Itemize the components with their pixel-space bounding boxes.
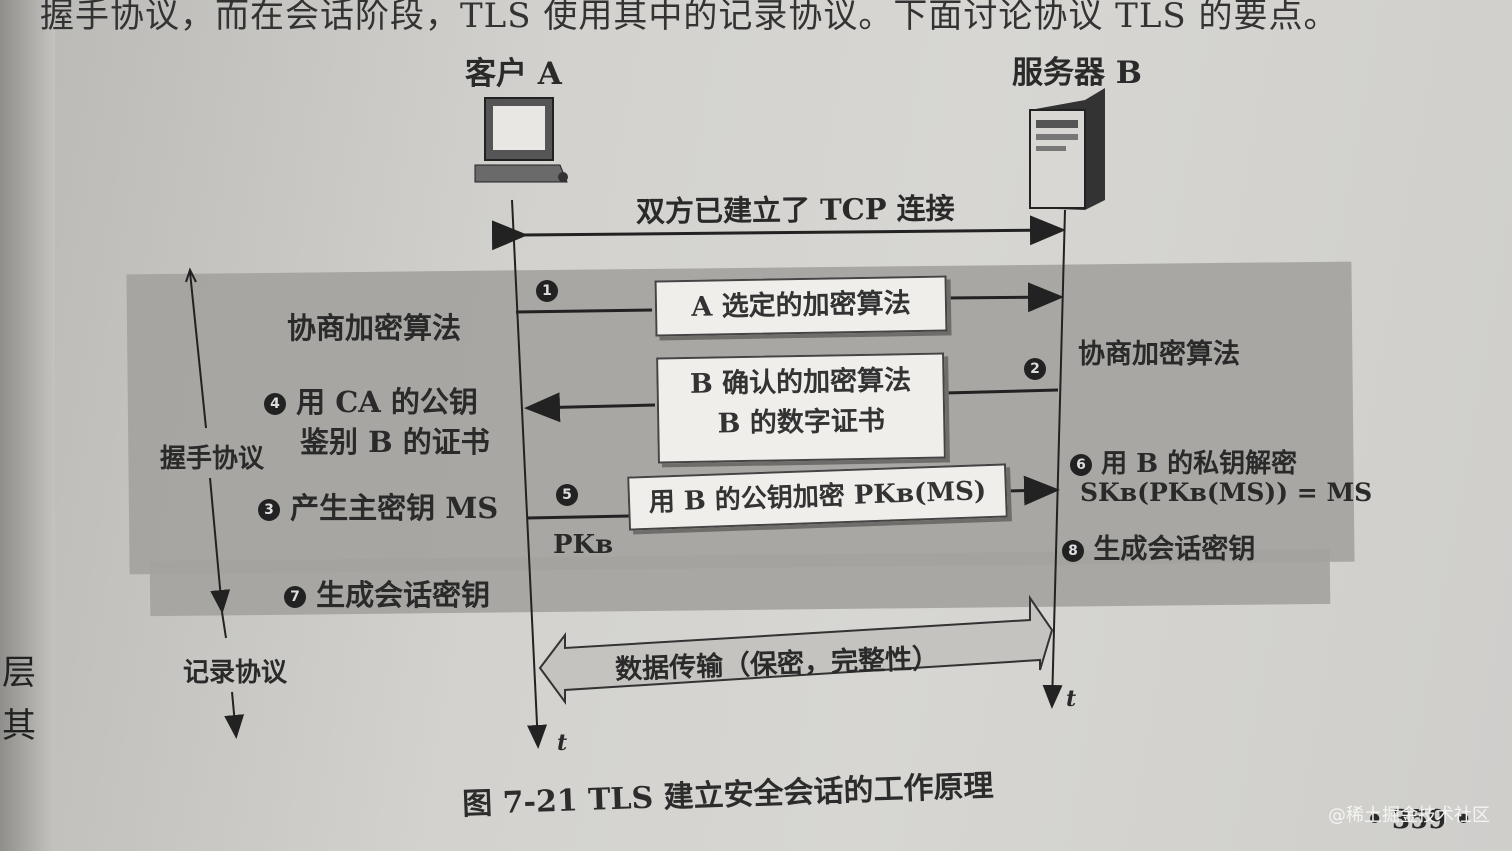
left-gen-session-note: 7 生成会话密钥 xyxy=(284,572,490,614)
step-8-marker: 8 xyxy=(1062,539,1084,562)
message-1-box: A 选定的加密算法 xyxy=(654,275,948,337)
step-3-marker: 3 xyxy=(258,499,280,521)
step-1-marker: 1 xyxy=(536,280,558,302)
left-negotiate-note: 协商加密算法 xyxy=(287,311,462,345)
handshake-protocol-label: 握手协议 xyxy=(160,444,265,474)
left-gen-ms-note: 3 产生主密钥 MS xyxy=(258,485,498,527)
right-negotiate-note: 协商加密算法 xyxy=(1078,339,1240,370)
client-label: 客户 A xyxy=(465,56,562,92)
page-gutter-shadow xyxy=(0,0,55,851)
left-verify-line1: 用 CA 的公钥 xyxy=(296,385,478,419)
left-verify-note: 4 用 CA 的公钥 鉴别 B 的证书 xyxy=(264,382,490,462)
step-6-marker: 6 xyxy=(1070,454,1092,476)
right-formula: SKʙ(PKʙ(MS)) = MS xyxy=(1080,478,1373,507)
step-5-marker: 5 xyxy=(556,484,578,506)
server-icon xyxy=(1029,88,1105,210)
tcp-label: 双方已建立了 TCP 连接 xyxy=(635,191,955,229)
left-gen-ms-text: 产生主密钥 MS xyxy=(290,491,499,525)
record-protocol-label: 记录协议 xyxy=(183,658,288,688)
left-verify-line2: 鉴别 B 的证书 xyxy=(300,425,490,459)
message-2-box: B 确认的加密算法 B 的数字证书 xyxy=(656,352,946,464)
server-time-label: t xyxy=(1066,686,1077,712)
message-5-text: 用 B 的公钥加密 PKʙ(MS) xyxy=(648,476,987,518)
right-decrypt-text: 用 B 的私钥解密 xyxy=(1101,449,1298,479)
message-2-line1: B 确认的加密算法 xyxy=(689,365,912,400)
watermark: @稀土掘金技术社区 xyxy=(1328,805,1490,826)
data-transfer-arrow xyxy=(538,594,1054,706)
page-number: • 359 • xyxy=(1366,805,1472,835)
step-7-marker: 7 xyxy=(284,586,306,608)
client-time-label: t xyxy=(557,730,568,756)
right-gen-session-note: 8 生成会话密钥 xyxy=(1062,527,1255,566)
left-gen-session-text: 生成会话密钥 xyxy=(316,578,491,612)
edge-char-2: 其 xyxy=(2,706,36,746)
step-4-marker: 4 xyxy=(264,393,286,415)
message-2-line2: B 的数字证书 xyxy=(717,405,886,440)
right-gen-session-text: 生成会话密钥 xyxy=(1093,534,1256,565)
edge-char-1: 层 xyxy=(2,653,36,693)
header-text: 握手协议，而在会话阶段，TLS 使用其中的记录协议。下面讨论协议 TLS 的要点… xyxy=(40,0,1339,36)
pkb-label: PKʙ xyxy=(553,530,614,560)
step-2-marker: 2 xyxy=(1024,358,1046,380)
server-label: 服务器 B xyxy=(1012,55,1142,91)
message-1-text: A 选定的加密算法 xyxy=(691,288,911,323)
computer-icon xyxy=(474,97,568,183)
right-decrypt-note: 6 用 B 的私钥解密 xyxy=(1070,443,1297,480)
